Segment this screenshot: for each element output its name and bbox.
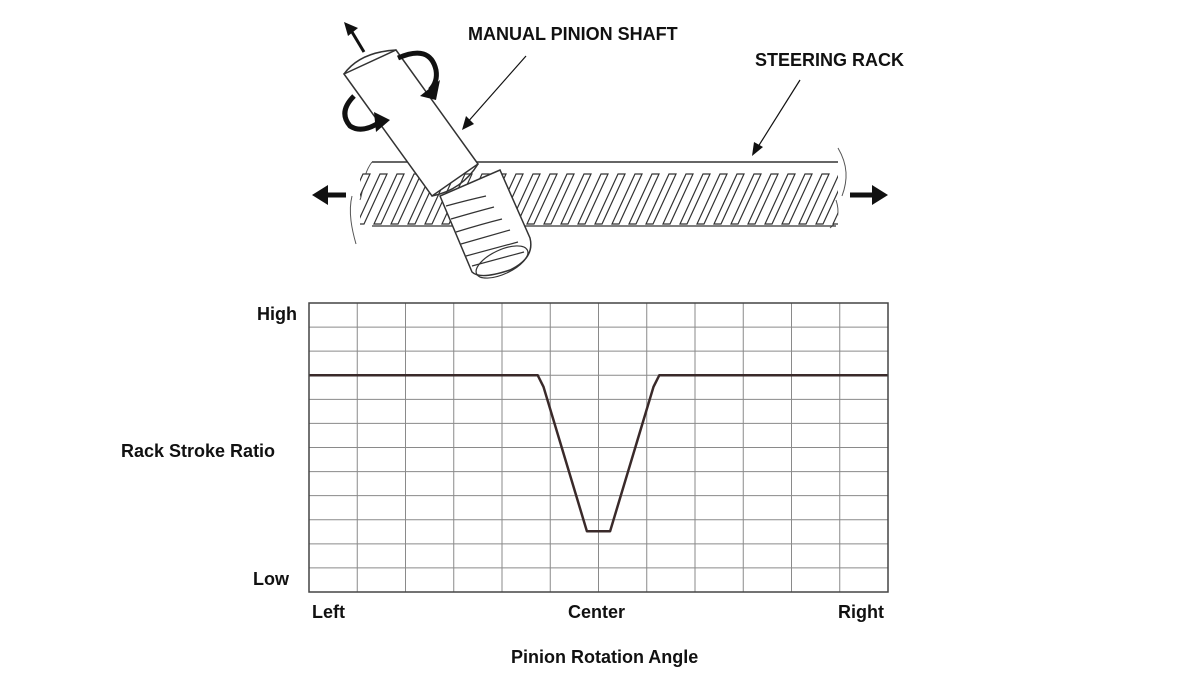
pinion-shaft-label: MANUAL PINION SHAFT: [468, 24, 678, 44]
rack-tooth: [594, 173, 626, 225]
x-tick-right: Right: [838, 602, 884, 622]
rack-tooth: [543, 173, 575, 225]
rack-tooth: [611, 173, 643, 225]
rack-tooth: [628, 173, 660, 225]
rack-tooth: [798, 173, 830, 225]
rack-tooth: [679, 173, 711, 225]
rotation-arrow-icon: [342, 50, 440, 132]
rack-left-arrow-icon: [312, 185, 346, 205]
steering-rack-label: STEERING RACK: [755, 50, 905, 70]
rack-tooth: [577, 173, 609, 225]
rack-tooth: [747, 173, 779, 225]
rack-tooth: [360, 173, 371, 198]
rack-stroke-ratio-line: [309, 374, 888, 533]
rack-tooth: [560, 173, 592, 225]
rack-callout-line: [752, 79, 801, 156]
rack-tooth: [832, 211, 838, 225]
y-tick-high: High: [257, 304, 297, 324]
rack-tooth: [360, 173, 388, 225]
chart-grid: [309, 303, 888, 592]
rack-tooth: [815, 174, 838, 225]
x-axis-label: Pinion Rotation Angle: [511, 647, 699, 667]
chart-frame: [308, 302, 889, 593]
steering-rack-illustration: [312, 22, 888, 279]
rack-tooth: [696, 173, 728, 225]
rack-tooth: [373, 173, 405, 225]
rack-tooth: [662, 173, 694, 225]
shaft-axial-arrow-icon: [344, 22, 366, 53]
chart-series: [309, 374, 888, 533]
x-tick-left: Left: [312, 602, 345, 622]
y-axis-label: Rack Stroke Ratio: [121, 441, 276, 461]
rack-tooth: [526, 173, 558, 225]
rack-tooth: [781, 173, 813, 225]
y-tick-low: Low: [253, 569, 289, 589]
x-tick-center: Center: [568, 602, 626, 622]
manual-pinion-shaft: [342, 49, 532, 279]
rack-tooth: [713, 173, 745, 225]
rack-right-arrow-icon: [850, 185, 888, 205]
pinion-callout-line: [462, 55, 527, 130]
rack-tooth: [730, 173, 762, 225]
rack-tooth: [645, 173, 677, 225]
rack-tooth: [764, 173, 796, 225]
